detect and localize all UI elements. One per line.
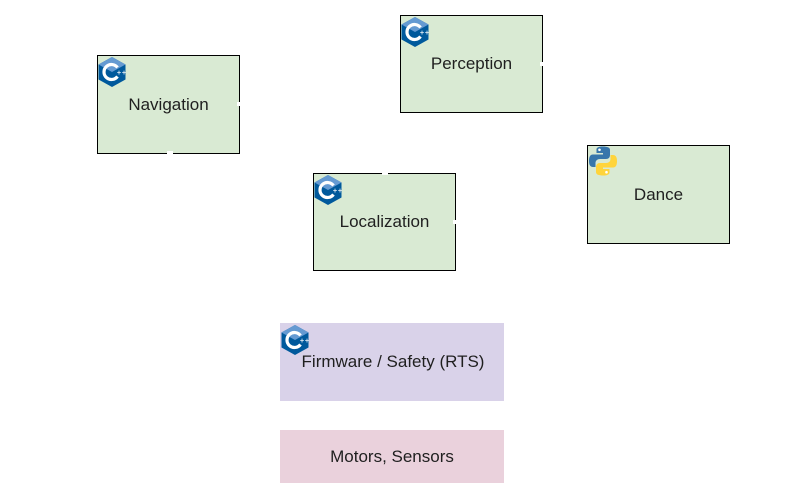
connector-stub bbox=[237, 102, 243, 106]
perception-node[interactable]: Perception bbox=[400, 15, 543, 113]
navigation-node[interactable]: Navigation bbox=[97, 55, 240, 154]
connector-stub bbox=[540, 62, 546, 66]
localization-label: Localization bbox=[339, 212, 430, 231]
cpp-icon: ++ bbox=[98, 57, 127, 87]
cpp-icon: ++ bbox=[281, 325, 310, 355]
cpp-icon: ++ bbox=[401, 17, 430, 47]
connector-stub bbox=[382, 171, 388, 175]
perception-label: Perception bbox=[430, 54, 513, 73]
firmware-safety-label: Firmware / Safety (RTS) bbox=[301, 352, 485, 371]
dance-label: Dance bbox=[633, 184, 684, 204]
firmware-safety-node[interactable]: Firmware / Safety (RTS) bbox=[280, 323, 504, 401]
svg-text:++: ++ bbox=[420, 30, 430, 37]
svg-text:++: ++ bbox=[300, 338, 310, 345]
connector-stub bbox=[167, 151, 173, 155]
navigation-label: Navigation bbox=[128, 94, 209, 114]
motors-sensors-node[interactable]: Motors, Sensors bbox=[280, 430, 504, 483]
connector-stub bbox=[453, 220, 459, 224]
motors-sensors-label: Motors, Sensors bbox=[330, 446, 454, 466]
svg-text:++: ++ bbox=[333, 188, 343, 195]
cpp-icon: ++ bbox=[314, 175, 343, 205]
python-icon bbox=[589, 146, 617, 176]
svg-text:++: ++ bbox=[117, 70, 127, 77]
